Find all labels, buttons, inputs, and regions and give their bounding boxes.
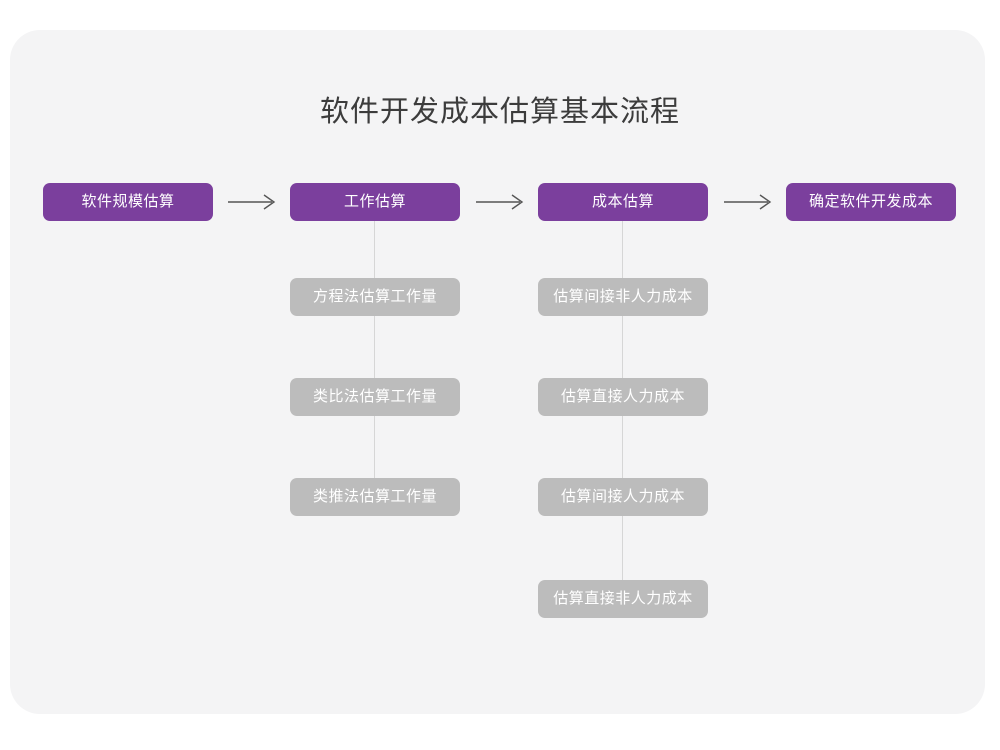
diagram-card xyxy=(10,30,985,714)
flow-node-effort-estimation[interactable]: 工作估算 xyxy=(290,183,460,221)
sub-node-cost-indirect-nonlabor[interactable]: 估算间接非人力成本 xyxy=(538,278,708,316)
sub-node-cost-indirect-labor[interactable]: 估算间接人力成本 xyxy=(538,478,708,516)
connector-effort-column xyxy=(374,211,375,511)
arrow-right-icon-2 xyxy=(476,192,524,212)
page-title: 软件开发成本估算基本流程 xyxy=(319,96,680,128)
flow-node-cost-estimation[interactable]: 成本估算 xyxy=(538,183,708,221)
sub-node-cost-direct-labor[interactable]: 估算直接人力成本 xyxy=(538,378,708,416)
flow-node-software-scale-estimation[interactable]: 软件规模估算 xyxy=(43,183,213,221)
sub-node-effort-inference-method[interactable]: 类推法估算工作量 xyxy=(290,478,460,516)
arrow-right-icon-3 xyxy=(724,192,772,212)
sub-node-effort-equation-method[interactable]: 方程法估算工作量 xyxy=(290,278,460,316)
arrow-right-icon-1 xyxy=(228,192,276,212)
sub-node-cost-direct-nonlabor[interactable]: 估算直接非人力成本 xyxy=(538,580,708,618)
flow-node-determine-development-cost[interactable]: 确定软件开发成本 xyxy=(786,183,956,221)
sub-node-effort-analogy-method[interactable]: 类比法估算工作量 xyxy=(290,378,460,416)
